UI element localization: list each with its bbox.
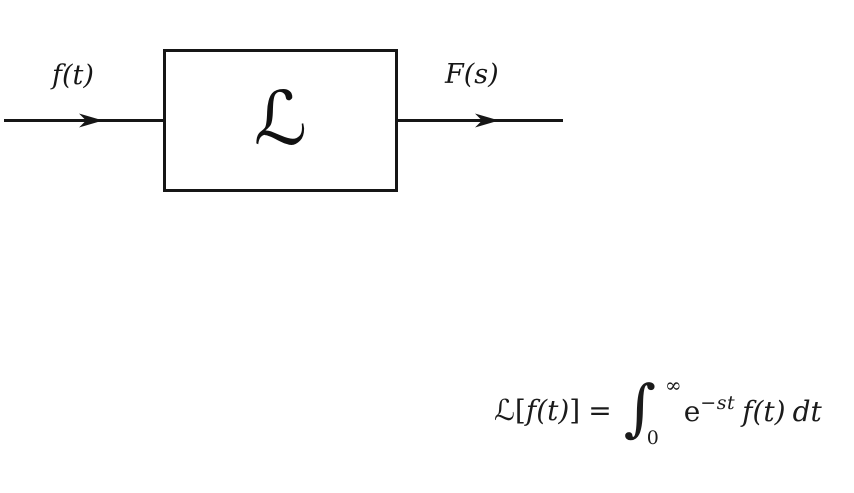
integral-group: ∫ ∞ 0 xyxy=(622,371,682,449)
input-signal-label: f(t) xyxy=(52,60,94,91)
integrand-group: e−st f(t)dt xyxy=(684,392,822,428)
integrand-function: f(t) xyxy=(742,395,786,428)
exponent: −st xyxy=(700,392,736,414)
differential: dt xyxy=(792,395,822,428)
formula-open-bracket: [ xyxy=(514,393,526,427)
laplace-operator-symbol: ℒ xyxy=(253,75,308,162)
exp-base: e xyxy=(683,395,701,428)
output-arrow xyxy=(398,113,563,128)
integral-lower-limit: 0 xyxy=(646,427,659,449)
formula-argument: f(t) xyxy=(525,393,570,427)
laplace-block: ℒ xyxy=(163,49,398,192)
input-arrow xyxy=(4,113,163,128)
formula-equals: = xyxy=(588,393,612,427)
formula-operator: ℒ xyxy=(494,393,515,427)
formula-close-bracket: ] xyxy=(569,393,581,427)
integral-upper-limit: ∞ xyxy=(665,373,682,397)
output-signal-label: F(s) xyxy=(445,59,499,90)
integral-sign: ∫ xyxy=(623,371,657,444)
